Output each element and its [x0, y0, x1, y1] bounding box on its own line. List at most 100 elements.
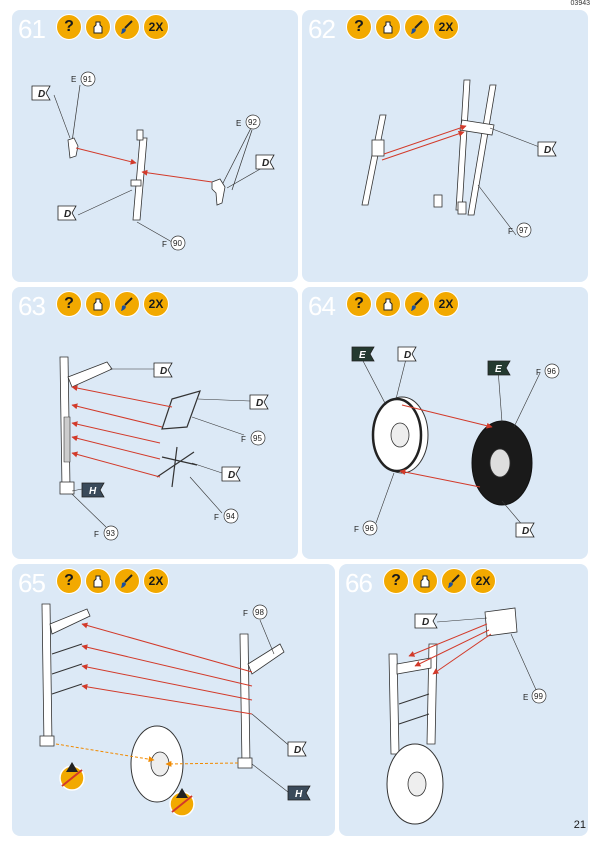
part-number: 98: [255, 608, 264, 617]
decal-flag: D: [221, 466, 241, 482]
step-number: 63: [18, 291, 46, 321]
flag-label: D: [422, 617, 429, 628]
step-number: 64: [308, 291, 336, 321]
paint-brush-icon: [404, 291, 430, 317]
flag-label: D: [160, 366, 167, 377]
decal-flag: H: [287, 785, 311, 801]
part-number: 90: [173, 239, 182, 248]
step-number: 66: [345, 568, 373, 598]
part-ref: F 97: [508, 222, 532, 238]
part-number: 96: [365, 524, 374, 533]
sprue-letter: F: [241, 435, 246, 444]
step-66-diagram: D E 99: [386, 607, 547, 825]
step-icons: ? 2X: [383, 568, 496, 594]
sprue-letter: F: [243, 609, 248, 618]
step-64-panel: 64 ? 2X E D E: [302, 287, 588, 559]
part-number: 99: [534, 692, 543, 701]
paint-brush-icon: [441, 568, 467, 594]
help-icon: ?: [346, 14, 372, 40]
sprue-letter: F: [94, 530, 99, 539]
step-66-panel: 66 ? 2X D E 99: [339, 564, 588, 836]
paint-brush-icon: [114, 14, 140, 40]
step-number: 65: [18, 568, 46, 598]
flag-label: D: [64, 209, 71, 220]
sprue-letter: F: [354, 525, 359, 534]
sprue-letter: F: [162, 240, 167, 249]
step-65-diagram: D H F 98: [39, 603, 311, 817]
glue-icon: [85, 568, 111, 594]
decal-flag: D: [57, 205, 77, 221]
flag-label: D: [256, 398, 263, 409]
decal-flag: E: [351, 346, 375, 362]
step-icons: ? 2X: [346, 14, 459, 40]
step-62-diagram: D F 97: [361, 79, 557, 238]
repeat-icon: 2X: [143, 14, 169, 40]
part-number: 93: [106, 529, 115, 538]
part-ref: E 91: [71, 71, 96, 87]
glue-icon: [85, 14, 111, 40]
step-number: 62: [308, 14, 336, 44]
step-icons: ? 2X: [56, 291, 169, 317]
help-icon: ?: [56, 568, 82, 594]
part-ref: F 95: [241, 430, 266, 446]
page-number: 21: [573, 819, 586, 831]
step-61-diagram: D D D E 91 E 92 F 90: [31, 71, 275, 251]
no-glue-icon: [59, 762, 85, 791]
repeat-icon: 2X: [143, 568, 169, 594]
flag-label: H: [295, 789, 303, 800]
step-65-panel: 65 ? 2X: [12, 564, 335, 836]
step-icons: ? 2X: [56, 568, 169, 594]
decal-flag: D: [397, 346, 417, 362]
decal-flag: D: [249, 394, 269, 410]
decal-flag: D: [515, 522, 535, 538]
step-icons: ? 2X: [346, 291, 459, 317]
part-number: 91: [83, 75, 92, 84]
glue-icon: [375, 291, 401, 317]
sprue-letter: E: [523, 693, 528, 702]
decal-flag: D: [537, 141, 557, 157]
flag-label: D: [404, 350, 411, 361]
document-code: 03943: [570, 0, 590, 7]
paint-brush-icon: [114, 568, 140, 594]
help-icon: ?: [383, 568, 409, 594]
flag-label: E: [495, 364, 502, 375]
repeat-icon: 2X: [433, 291, 459, 317]
decal-flag: D: [255, 154, 275, 170]
step-64-diagram: E D E D F 96 F 96: [351, 346, 560, 538]
paint-brush-icon: [114, 291, 140, 317]
glue-icon: [85, 291, 111, 317]
help-icon: ?: [346, 291, 372, 317]
flag-label: D: [522, 526, 529, 537]
flag-label: E: [359, 350, 366, 361]
part-number: 97: [519, 226, 528, 235]
step-61-panel: 61 ? 2X D D: [12, 10, 298, 282]
glue-icon: [375, 14, 401, 40]
part-ref: F 96: [536, 363, 560, 379]
help-icon: ?: [56, 14, 82, 40]
part-ref: E 99: [523, 688, 547, 704]
decal-flag: H: [81, 482, 105, 498]
part-ref: F 94: [214, 508, 239, 524]
step-62-panel: 62 ? 2X D F 97: [302, 10, 588, 282]
flag-label: D: [294, 745, 301, 756]
part-ref: F 96: [354, 520, 378, 536]
flag-label: D: [262, 158, 269, 169]
decal-flag: D: [153, 362, 173, 378]
step-icons: ? 2X: [56, 14, 169, 40]
step-number: 61: [18, 14, 46, 44]
part-number: 94: [226, 512, 235, 521]
sprue-letter: F: [214, 513, 219, 522]
repeat-icon: 2X: [143, 291, 169, 317]
sprue-letter: F: [536, 368, 541, 377]
part-ref: F 98: [243, 604, 268, 620]
paint-brush-icon: [404, 14, 430, 40]
part-number: 92: [248, 118, 257, 127]
no-glue-icon: [169, 788, 195, 817]
flag-label: H: [89, 486, 97, 497]
sprue-letter: F: [508, 227, 513, 236]
flag-label: D: [544, 145, 551, 156]
decal-flag: D: [31, 85, 51, 101]
repeat-icon: 2X: [433, 14, 459, 40]
decal-flag: E: [487, 360, 511, 376]
step-63-diagram: D D D H F 95 F 94 F 93: [59, 356, 269, 541]
